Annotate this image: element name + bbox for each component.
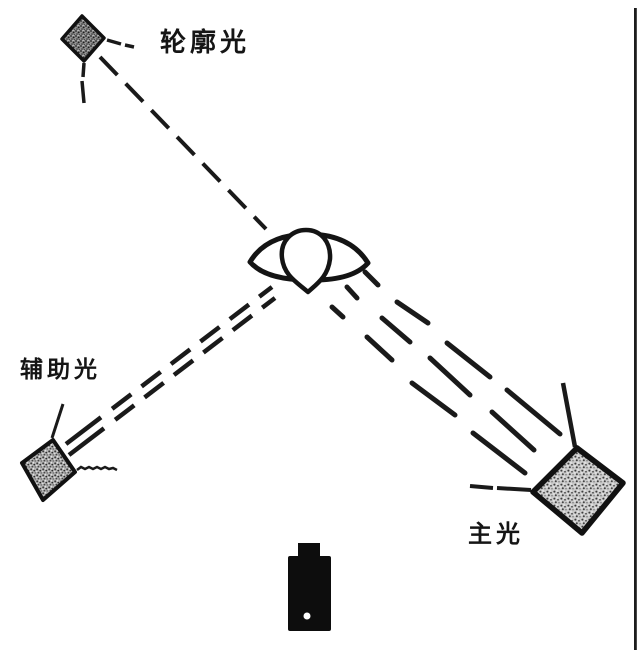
fill-light-softbox-icon (20, 438, 77, 502)
rim-light-label: 轮廓光 (160, 27, 250, 57)
key-light-label: 主光 (468, 521, 524, 548)
subject (247, 227, 371, 295)
fill-light-rays (64, 285, 277, 457)
fill-light-label-line (50, 403, 65, 439)
fill-light: 辅助光 (20, 356, 118, 502)
camera-button-dot (303, 612, 311, 620)
subject-head-icon (279, 227, 333, 295)
rim-light-label-line (106, 38, 135, 49)
key-light-softbox-icon (530, 445, 626, 536)
fill-light-label: 辅助光 (20, 356, 101, 382)
camera-body (288, 556, 331, 631)
rim-light-stand (80, 62, 86, 104)
page-edge-line (634, 8, 637, 650)
key-light: 主光 (468, 382, 626, 548)
fill-light-cable (76, 465, 118, 472)
camera-lens (298, 543, 320, 559)
key-light-stand (560, 382, 578, 448)
key-light-label-line (469, 484, 532, 492)
camera-icon (288, 543, 331, 631)
rim-light-ray (98, 55, 268, 231)
key-light-rays (329, 269, 563, 476)
rim-light-softbox-icon (60, 14, 106, 63)
rim-light: 轮廓光 (60, 14, 250, 104)
